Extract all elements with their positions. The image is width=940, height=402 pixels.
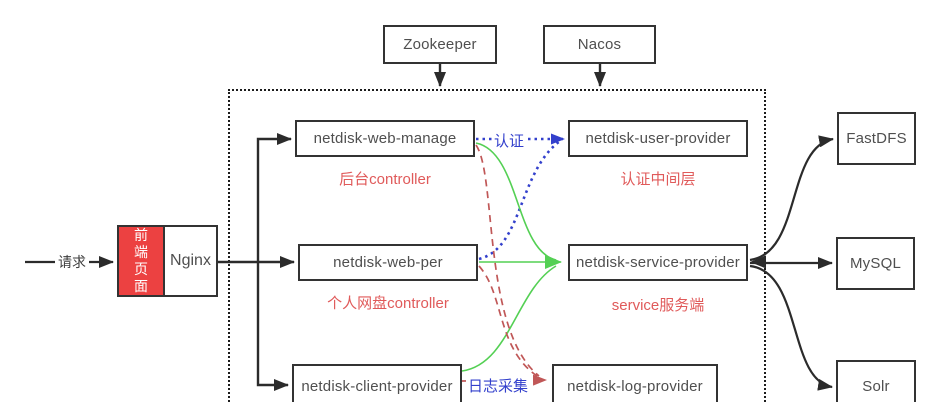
node-label: FastDFS (846, 130, 907, 147)
node-label: Zookeeper (403, 36, 477, 53)
node-netdisk-web-manage: netdisk-web-manage (295, 120, 475, 157)
front-page-cell: 前端页面 (119, 227, 165, 295)
node-nginx-frontpage: 前端页面 Nginx (117, 225, 218, 297)
node-label: netdisk-service-provider (575, 254, 741, 271)
caption-web-per: 个人网盘controller (327, 295, 449, 312)
caption-service-provider: service服务端 (611, 297, 705, 314)
node-label: netdisk-web-manage (313, 130, 457, 147)
node-netdisk-user-provider: netdisk-user-provider (568, 120, 748, 157)
auth-edge-label: 认证 (492, 130, 527, 151)
node-label: MySQL (849, 255, 901, 272)
node-netdisk-service-provider: netdisk-service-provider (568, 244, 748, 281)
log-collect-edge-label: 日志采集 (466, 375, 531, 396)
node-netdisk-web-per: netdisk-web-per (298, 244, 478, 281)
node-label: netdisk-client-provider (301, 377, 453, 395)
node-label: Solr (862, 378, 890, 395)
node-label: netdisk-log-provider (567, 377, 703, 395)
node-netdisk-client-provider: netdisk-client-provider (292, 364, 462, 402)
node-label: netdisk-web-per (333, 254, 443, 271)
node-netdisk-log-provider: netdisk-log-provider (552, 364, 718, 402)
node-zookeeper: Zookeeper (383, 25, 497, 64)
node-nacos: Nacos (543, 25, 656, 64)
node-label: Nacos (577, 36, 622, 53)
front-page-label: 前端页面 (134, 227, 148, 294)
node-label: netdisk-user-provider (585, 130, 731, 147)
node-solr: Solr (836, 360, 916, 402)
request-flow-label: 请求 (55, 252, 89, 272)
node-fastdfs: FastDFS (837, 112, 916, 165)
caption-web-manage: 后台controller (339, 171, 431, 188)
caption-user-provider: 认证中间层 (620, 171, 696, 188)
node-mysql: MySQL (836, 237, 915, 290)
nginx-label: Nginx (170, 252, 211, 269)
